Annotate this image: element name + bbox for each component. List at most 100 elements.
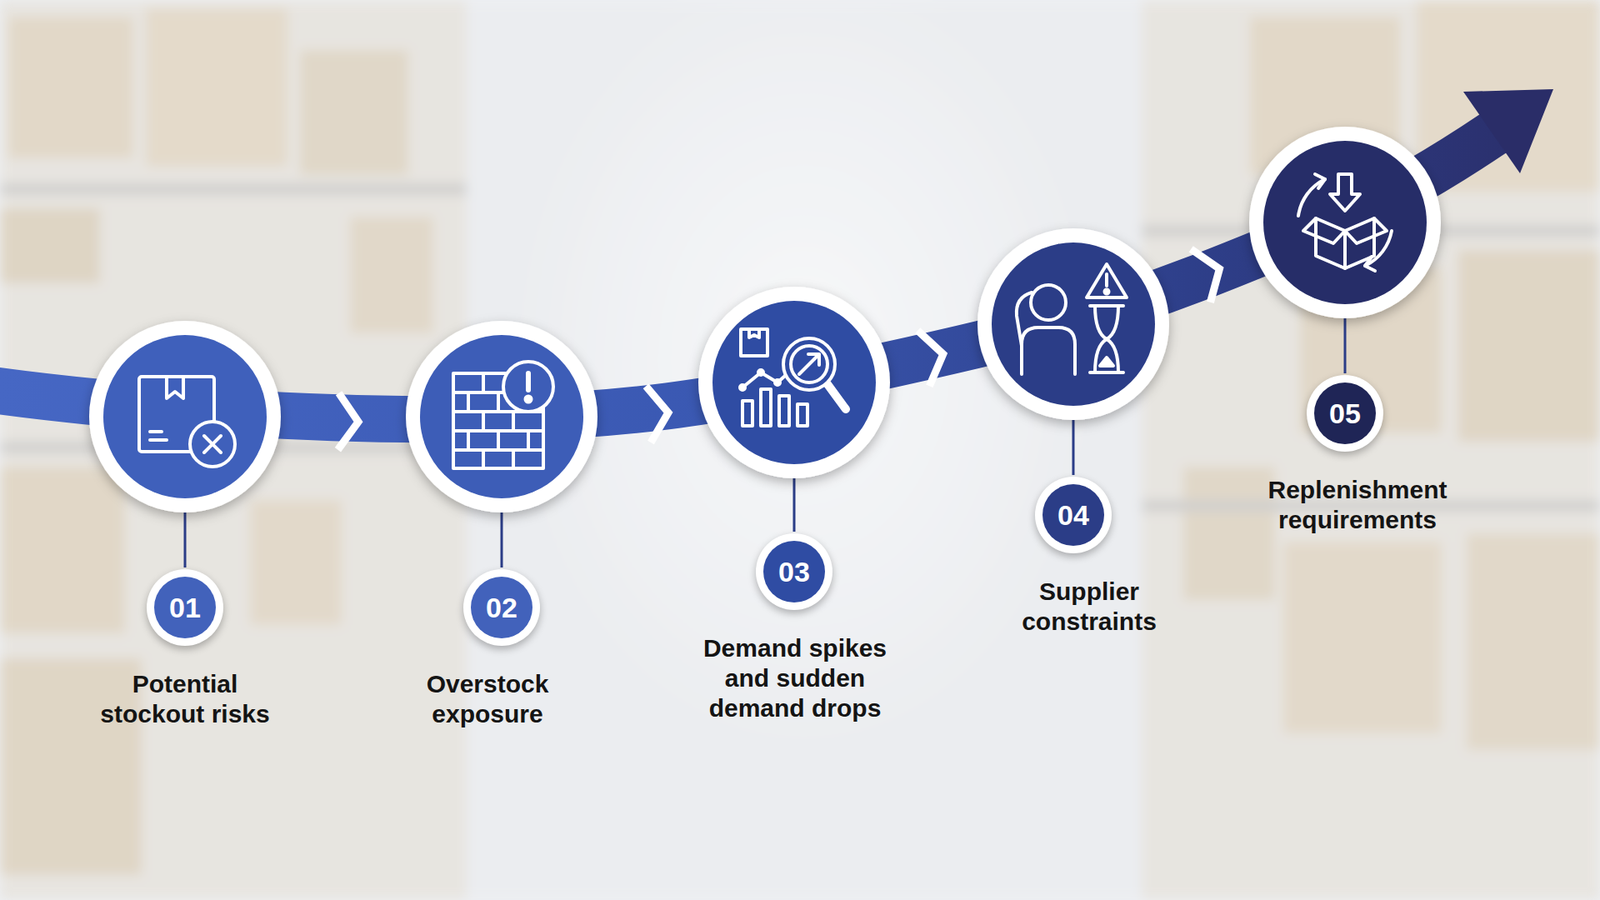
step-label-group: Potential stockout risks xyxy=(85,669,285,730)
warehouse-background xyxy=(0,208,100,284)
warehouse-background xyxy=(8,16,134,159)
warehouse-background xyxy=(1183,466,1275,600)
demand-analysis-icon xyxy=(742,400,753,426)
warehouse-background xyxy=(145,8,288,167)
icon-ring xyxy=(89,320,281,513)
step-number-circle: 03Demand spikes and sudden demand drops xyxy=(755,533,833,610)
demand-analysis-icon xyxy=(797,404,808,426)
warehouse-background xyxy=(1141,0,1600,900)
icon-disc xyxy=(103,335,267,499)
supplier-icon xyxy=(1086,264,1127,298)
warehouse-background xyxy=(1466,533,1600,750)
leader-line xyxy=(184,512,187,568)
stockout-icon xyxy=(204,435,221,453)
supplier-icon xyxy=(1016,264,1127,375)
warehouse-background xyxy=(0,0,467,900)
step-label: Overstock exposure xyxy=(387,669,588,730)
step-label: Replenishment requirements xyxy=(1253,475,1462,535)
step-label-group: Replenishment requirements xyxy=(1253,475,1462,535)
overstock-icon xyxy=(453,373,544,469)
icon-disc xyxy=(420,335,584,499)
warehouse-background xyxy=(0,466,125,634)
warehouse-background xyxy=(300,50,409,175)
step-number-circle: 01Potential stockout risks xyxy=(146,569,224,646)
warehouse-background xyxy=(0,183,467,195)
demand-analysis-icon xyxy=(758,370,764,375)
replenishment-icon xyxy=(1343,230,1347,269)
chevron xyxy=(337,393,359,450)
step-label: Potential stockout risks xyxy=(85,669,285,730)
demand-analysis-icon xyxy=(799,354,820,375)
number-badge: 03 xyxy=(763,540,825,603)
demand-analysis-icon xyxy=(775,380,780,385)
replenishment-icon xyxy=(1315,218,1375,269)
step-number: 05 xyxy=(1329,399,1361,428)
supplier-icon xyxy=(1016,292,1032,346)
stockout-icon xyxy=(150,431,167,440)
demand-analysis-icon xyxy=(760,389,771,426)
stockout-icon xyxy=(190,421,235,467)
number-badge: 02 xyxy=(470,576,533,639)
icon-disc xyxy=(1263,140,1427,305)
supplier-icon xyxy=(1105,274,1109,286)
warehouse-background xyxy=(350,216,434,334)
overstock-icon xyxy=(453,361,554,469)
step-label: Supplier constraints xyxy=(989,576,1190,637)
number-badge: 05 xyxy=(1314,382,1376,445)
step-label-group: Demand spikes and sudden demand drops xyxy=(690,633,900,724)
icon-disc xyxy=(712,300,876,465)
leader-line xyxy=(793,478,796,532)
step-number: 02 xyxy=(485,593,518,622)
step-number: 04 xyxy=(1057,500,1090,530)
overstock-icon xyxy=(525,373,531,390)
number-badge: 04 xyxy=(1042,484,1105,546)
demand-analysis-icon xyxy=(740,329,768,356)
demand-analysis-icon xyxy=(783,338,835,390)
overstock-icon xyxy=(468,430,529,450)
demand-analysis-icon xyxy=(790,345,828,383)
chevron xyxy=(917,326,950,387)
replenishment-icon xyxy=(1345,218,1387,244)
leader-line xyxy=(500,512,504,568)
warehouse-background xyxy=(0,658,142,875)
leader-line xyxy=(1344,318,1347,374)
icon-ring xyxy=(1249,126,1441,319)
supplier-icon xyxy=(1030,285,1066,320)
demand-analysis-icon xyxy=(749,329,760,338)
overstock-icon xyxy=(525,396,532,403)
step-label-group: Supplier constraints xyxy=(989,576,1190,637)
leader-line xyxy=(1072,420,1075,475)
warehouse-background xyxy=(250,500,342,625)
stockout-icon xyxy=(166,376,184,399)
supplier-icon xyxy=(1100,357,1114,366)
icon-ring xyxy=(977,228,1170,420)
icon-circle xyxy=(405,320,598,513)
supplier-icon xyxy=(1090,305,1124,373)
icon-circle xyxy=(1249,126,1441,319)
step-number-circle: 02Overstock exposure xyxy=(463,569,540,646)
icon-ring xyxy=(405,320,598,513)
icon-circle xyxy=(977,228,1170,420)
warehouse-background xyxy=(1283,541,1442,734)
step-number-circle: 04Supplier constraints xyxy=(1035,476,1112,554)
replenishment-icon xyxy=(1315,174,1325,189)
replenishment-icon xyxy=(1298,174,1392,271)
chevron xyxy=(1190,242,1230,303)
replenishment-icon xyxy=(1303,218,1345,244)
overstock-icon xyxy=(503,361,554,412)
demand-analysis-icon xyxy=(827,384,846,410)
icon-circle xyxy=(698,286,890,479)
step-number: 01 xyxy=(169,593,201,622)
demand-analysis-icon xyxy=(779,395,790,426)
number-badge: 01 xyxy=(154,576,216,639)
stockout-icon xyxy=(139,376,235,467)
replenishment-icon xyxy=(1330,174,1360,211)
icon-ring xyxy=(698,286,890,479)
supplier-icon xyxy=(1021,327,1075,375)
overstock-icon xyxy=(483,450,514,469)
demand-analysis-icon xyxy=(740,329,846,426)
